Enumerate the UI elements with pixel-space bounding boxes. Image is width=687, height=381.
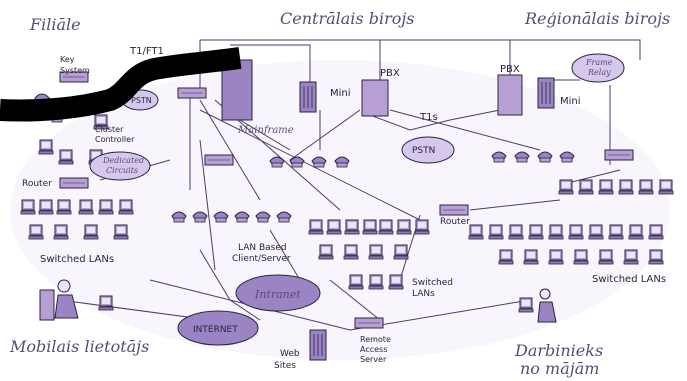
label-mini-central: Mini [330,88,351,99]
wan-clouds: Intranet INTERNET Web Sites Remote Acces… [177,274,391,371]
pstn-cloud-center [401,136,455,164]
label-switched-lans-left: Switched LANs [40,254,114,265]
label-switched-lans-center-2: LANs [412,289,435,299]
label-key-system-2: System [60,66,90,75]
frame-relay-cloud [571,53,625,83]
label-internet: INTERNET [193,325,238,335]
home-worker [518,288,557,323]
heading-branch: Filiāle [29,15,81,34]
label-lan-client-server-2: Client/Server [232,254,291,264]
label-mini-regional: Mini [560,96,581,107]
label-remote-access-1: Remote [360,335,391,344]
label-remote-access-2: Access [360,345,387,354]
redaction-stroke [0,47,242,122]
pbx-central-unit [361,79,389,117]
label-switched-lans-right: Switched LANs [592,274,666,285]
label-pbx-central: PBX [380,68,400,79]
heading-home-worker-2: no mājām [520,359,599,378]
label-dedicated-circuits-1: Dedicated [102,156,144,165]
label-mainframe: Mainframe [237,125,294,136]
label-frame-relay-1: Frame [585,58,613,67]
label-cluster-controller-1: Cluster [95,125,124,134]
heading-mobile-user: Mobilais lietotājs [9,337,149,356]
dedicated-circuits-cloud [89,151,151,181]
label-lan-client-server-1: LAN Based [238,243,287,253]
center-lan-cluster: Router Switched LANs Switched LA [308,204,666,299]
label-frame-relay-2: Relay [587,68,611,77]
label-t1s: T1s [419,112,438,123]
regional-office: PBX Mini Frame Relay [491,53,674,195]
label-pstn-left: PSTN [131,96,152,105]
label-key-system-1: Key [60,55,75,64]
label-switched-lans-center-1: Switched [412,278,453,288]
intranet-cloud [235,274,321,312]
heading-home-worker-1: Darbinieks [514,341,603,360]
label-web-sites-2: Sites [274,361,296,371]
heading-central-office: Centrālais birojs [280,9,415,28]
internet-cloud [177,310,259,346]
label-router-left: Router [22,179,52,189]
heading-regional-office: Reģionālais birojs [524,9,670,28]
label-web-sites-1: Web [280,349,300,359]
label-cluster-controller-2: Controller [95,135,135,144]
label-dedicated-circuits-2: Circuits [106,166,138,175]
label-pbx-regional: PBX [500,64,520,75]
label-router-center: Router [440,217,470,227]
pbx-regional-unit [497,74,523,116]
label-intranet: Intranet [254,288,301,301]
mobile-user [39,279,114,321]
label-remote-access-3: Server [360,355,387,364]
label-pstn-center: PSTN [412,146,435,156]
label-t1-ft1: T1/FT1 [129,46,164,57]
central-office: Mainframe Mini PBX T1s PSTN LAN Based Cl… [171,59,455,264]
